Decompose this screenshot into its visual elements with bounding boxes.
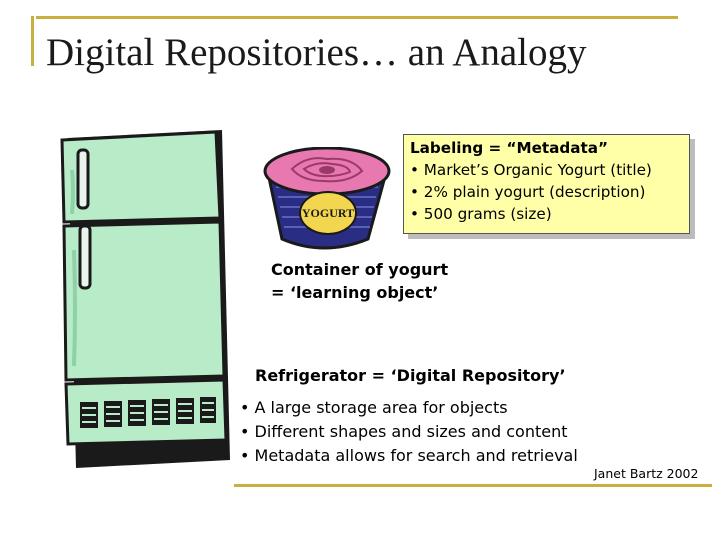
repository-bullet: • Metadata allows for search and retriev… bbox=[240, 446, 578, 465]
metadata-item-title: • Market’s Organic Yogurt (title) bbox=[410, 161, 652, 179]
repository-heading: Refrigerator = ‘Digital Repository’ bbox=[255, 366, 566, 385]
yogurt-cup-text: YOGURT bbox=[302, 206, 354, 220]
metadata-heading: Labeling = “Metadata” bbox=[410, 139, 609, 157]
repository-bullet: • A large storage area for objects bbox=[240, 398, 508, 417]
frame-bottom-rule bbox=[234, 484, 712, 487]
learning-object-caption: Container of yogurt = ‘learning object’ bbox=[271, 258, 448, 304]
repository-bullet-list: • A large storage area for objects • Dif… bbox=[240, 396, 578, 468]
refrigerator-illustration bbox=[60, 130, 230, 468]
learning-object-caption-line1: Container of yogurt bbox=[271, 260, 449, 279]
frame-top-rule bbox=[36, 16, 678, 19]
repository-bullet: • Different shapes and sizes and content bbox=[240, 422, 568, 441]
learning-object-caption-line2: = ‘learning object’ bbox=[271, 283, 439, 302]
metadata-item-description: • 2% plain yogurt (description) bbox=[410, 183, 646, 201]
yogurt-container-illustration: YOGURT bbox=[263, 147, 391, 250]
slide-title: Digital Repositories… an Analogy bbox=[46, 31, 587, 74]
author-credit: Janet Bartz 2002 bbox=[594, 466, 699, 481]
metadata-item-size: • 500 grams (size) bbox=[410, 205, 552, 223]
frame-left-rule bbox=[31, 16, 34, 66]
metadata-note: Labeling = “Metadata” • Market’s Organic… bbox=[403, 134, 690, 234]
